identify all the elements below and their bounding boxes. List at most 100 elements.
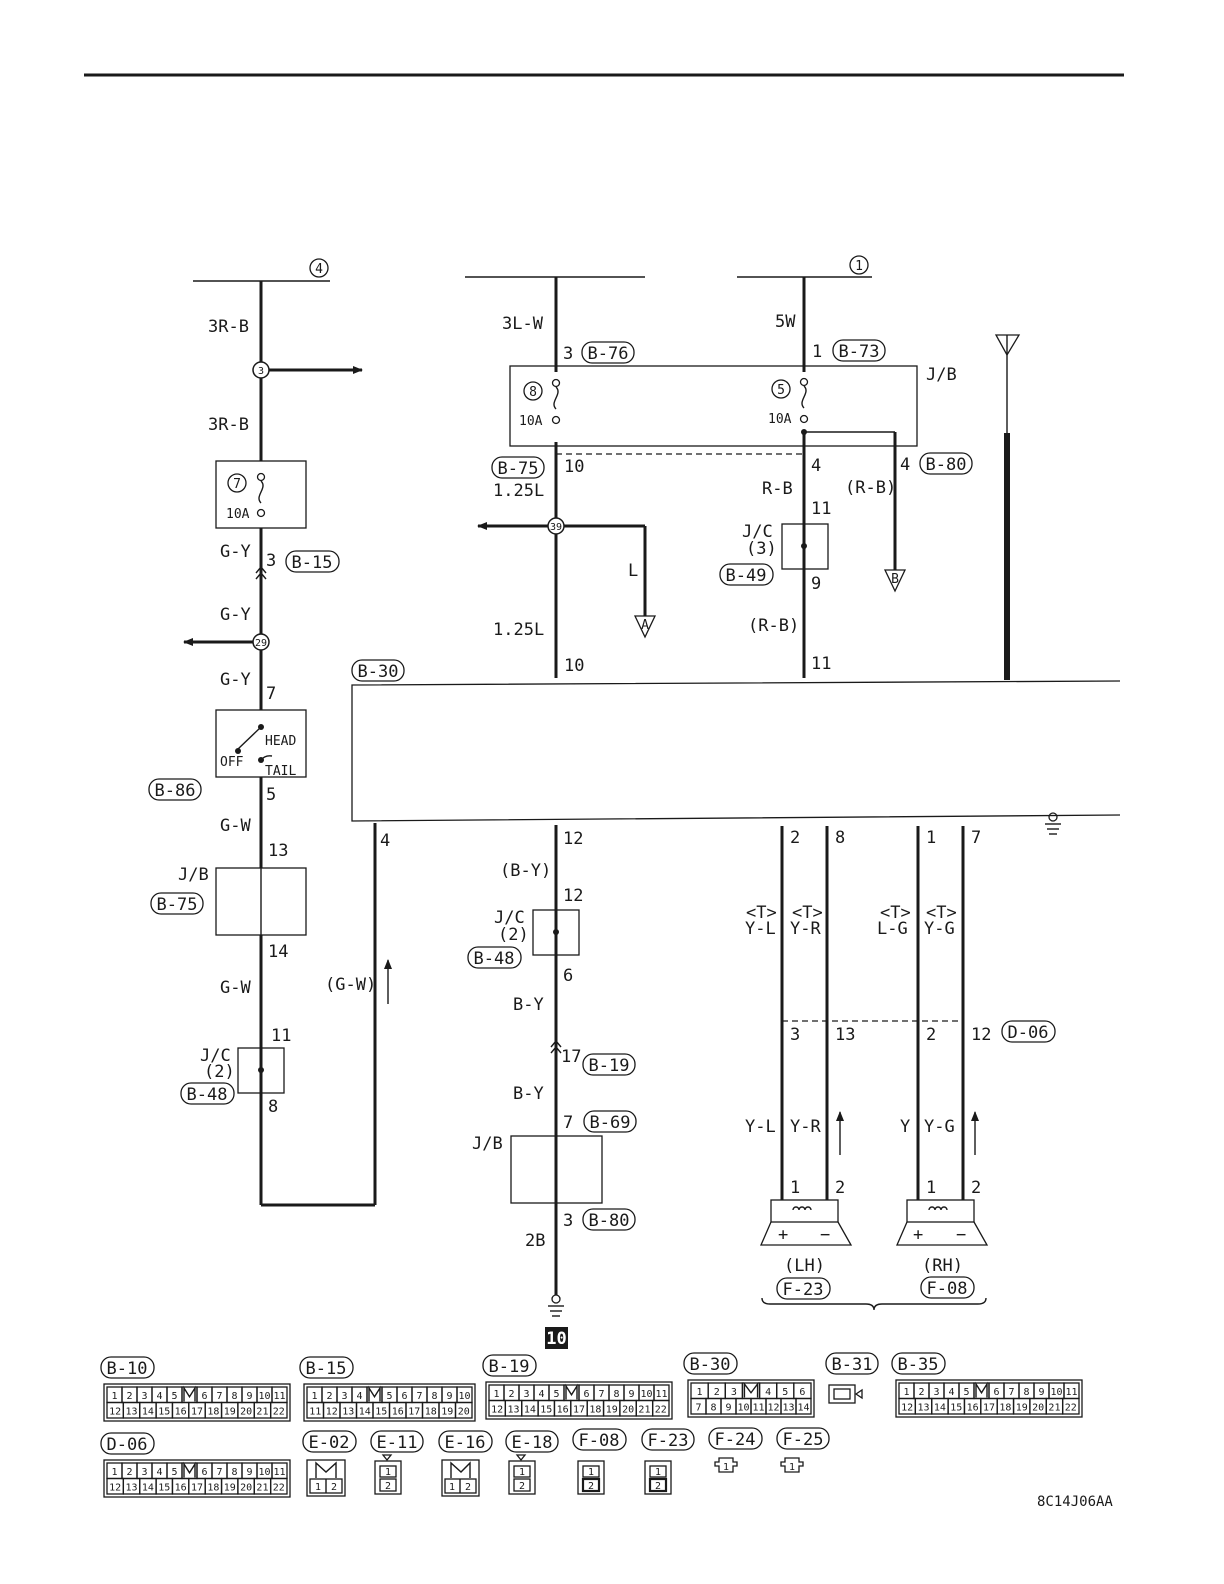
conn-d06: D-06 — [1008, 1023, 1049, 1043]
wire-5w: 5W — [775, 312, 796, 332]
legend-cell: 8 — [613, 1389, 619, 1400]
legend-e11-pin-1: 1 — [385, 1467, 391, 1478]
conn-b73: B-73 — [839, 342, 880, 362]
wire-by-2: B-Y — [513, 1084, 544, 1104]
legend-b31-label: B-31 — [832, 1355, 873, 1375]
feed-circle-left — [309, 258, 329, 278]
fuse-5-amp: 10A — [768, 412, 792, 427]
legend-cell-frame — [795, 1397, 812, 1415]
legend-cell: 19 — [1016, 1402, 1028, 1413]
wire-rb: R-B — [762, 479, 793, 499]
wire-yg-top: Y-G — [924, 919, 955, 939]
legend-cell-key — [183, 1385, 196, 1402]
legend-cell: 11 — [1065, 1387, 1077, 1398]
legend-cell: 11 — [655, 1389, 667, 1400]
pin-8-jc: 8 — [268, 1097, 278, 1117]
legend-e16-pin-1: 1 — [449, 1482, 455, 1493]
pin-1: 1 — [926, 828, 936, 848]
pin-10-b30: 10 — [564, 656, 584, 676]
jc3-number: (3) — [746, 539, 777, 559]
conn-b19: B-19 — [589, 1056, 630, 1076]
conn-b48: B-48 — [474, 949, 515, 969]
legend-cell-key — [975, 1381, 988, 1398]
legend-cell: 6 — [583, 1389, 589, 1400]
jb-b69-label: J/B — [472, 1134, 503, 1154]
legend-e11-pin-2: 2 — [385, 1481, 391, 1492]
legend-cell-frame — [269, 1477, 288, 1495]
legend-cell-key — [368, 1385, 381, 1402]
legend-cell: 7 — [598, 1389, 604, 1400]
legend-cell: 20 — [458, 1406, 470, 1417]
legend-cell: 6 — [401, 1391, 407, 1402]
legend-cell: 1 — [697, 1387, 703, 1398]
fuse-5-number: 5 — [777, 383, 785, 398]
page-code: 8C14J06AA — [1037, 1494, 1113, 1510]
wire-gy-2: G-Y — [220, 605, 251, 625]
legend-cell: 17 — [983, 1402, 995, 1413]
conn-b69: B-69 — [590, 1113, 631, 1133]
legend-cell: 13 — [782, 1402, 794, 1413]
legend-cell: 20 — [240, 1406, 252, 1417]
pin-3-b80: 3 — [563, 1211, 573, 1231]
legend-cell: 12 — [109, 1406, 121, 1417]
wire-3lw: 3L-W — [502, 314, 544, 334]
pin-10-b75: 10 — [564, 457, 584, 477]
legend-cell: 8 — [710, 1402, 716, 1413]
wire-3rb-top: 3R-B — [208, 317, 249, 337]
legend-cell-frame — [454, 1401, 473, 1419]
legend-cell: 4 — [948, 1387, 954, 1398]
legend-cell: 21 — [1048, 1402, 1060, 1413]
conn-b49: B-49 — [726, 566, 767, 586]
legend-cell: 8 — [1023, 1387, 1029, 1398]
legend-cell: 10 — [258, 1467, 270, 1478]
legend-cell: 11 — [273, 1391, 285, 1402]
legend-cell: 14 — [142, 1406, 154, 1417]
jc3-box — [781, 523, 829, 570]
legend-cell: 5 — [386, 1391, 392, 1402]
legend-cell: 11 — [273, 1467, 285, 1478]
wire-125l-a: 1.25L — [493, 481, 544, 501]
jc2-left-number: (2) — [204, 1062, 235, 1082]
legend-cell: 7 — [1008, 1387, 1014, 1398]
feed-left-label: 4 — [315, 262, 323, 277]
legend-b35-label: B-35 — [898, 1355, 939, 1375]
speaker-lh: 1 2 + − (LH) F-23 — [760, 1178, 853, 1300]
legend-cell: 1 — [111, 1467, 117, 1478]
legend-cell: 11 — [309, 1406, 321, 1417]
pin-4: 4 — [380, 831, 390, 851]
legend-f08: F-08 1 2 — [572, 1428, 627, 1495]
legend-cell: 10 — [640, 1389, 652, 1400]
lh-pin-1: 1 — [790, 1178, 800, 1198]
legend-cell: 4 — [156, 1391, 162, 1402]
legend-cell-key — [743, 1381, 759, 1398]
legend-cell: 14 — [797, 1402, 809, 1413]
conn-b76: B-76 — [588, 344, 629, 364]
legend-cell: 17 — [191, 1482, 203, 1493]
legend-f24-pin-1: 1 — [723, 1462, 729, 1473]
jc3-label: J/C — [742, 522, 773, 542]
jb-main-box — [509, 365, 918, 447]
conn-f08: F-08 — [927, 1279, 968, 1299]
pin-13: 13 — [268, 841, 288, 861]
pin-12-jc: 12 — [563, 886, 583, 906]
legend-cell: 2 — [508, 1389, 514, 1400]
legend-e18-pin-2: 2 — [519, 1481, 525, 1492]
legend-cell: 1 — [493, 1389, 499, 1400]
legend-e16: E-16 1 2 — [438, 1430, 493, 1497]
legend-cell: 20 — [1032, 1402, 1044, 1413]
pin-5-switch: 5 — [266, 785, 276, 805]
jc2-center-number: (2) — [498, 925, 529, 945]
legend-cell: 9 — [246, 1467, 252, 1478]
legend-cell: 3 — [141, 1467, 147, 1478]
legend-cell: 21 — [638, 1404, 650, 1415]
jb-main-label: J/B — [926, 365, 957, 385]
legend-cell: 17 — [408, 1406, 420, 1417]
legend-cell: 6 — [201, 1467, 207, 1478]
legend-e16-pin-2: 2 — [465, 1482, 471, 1493]
